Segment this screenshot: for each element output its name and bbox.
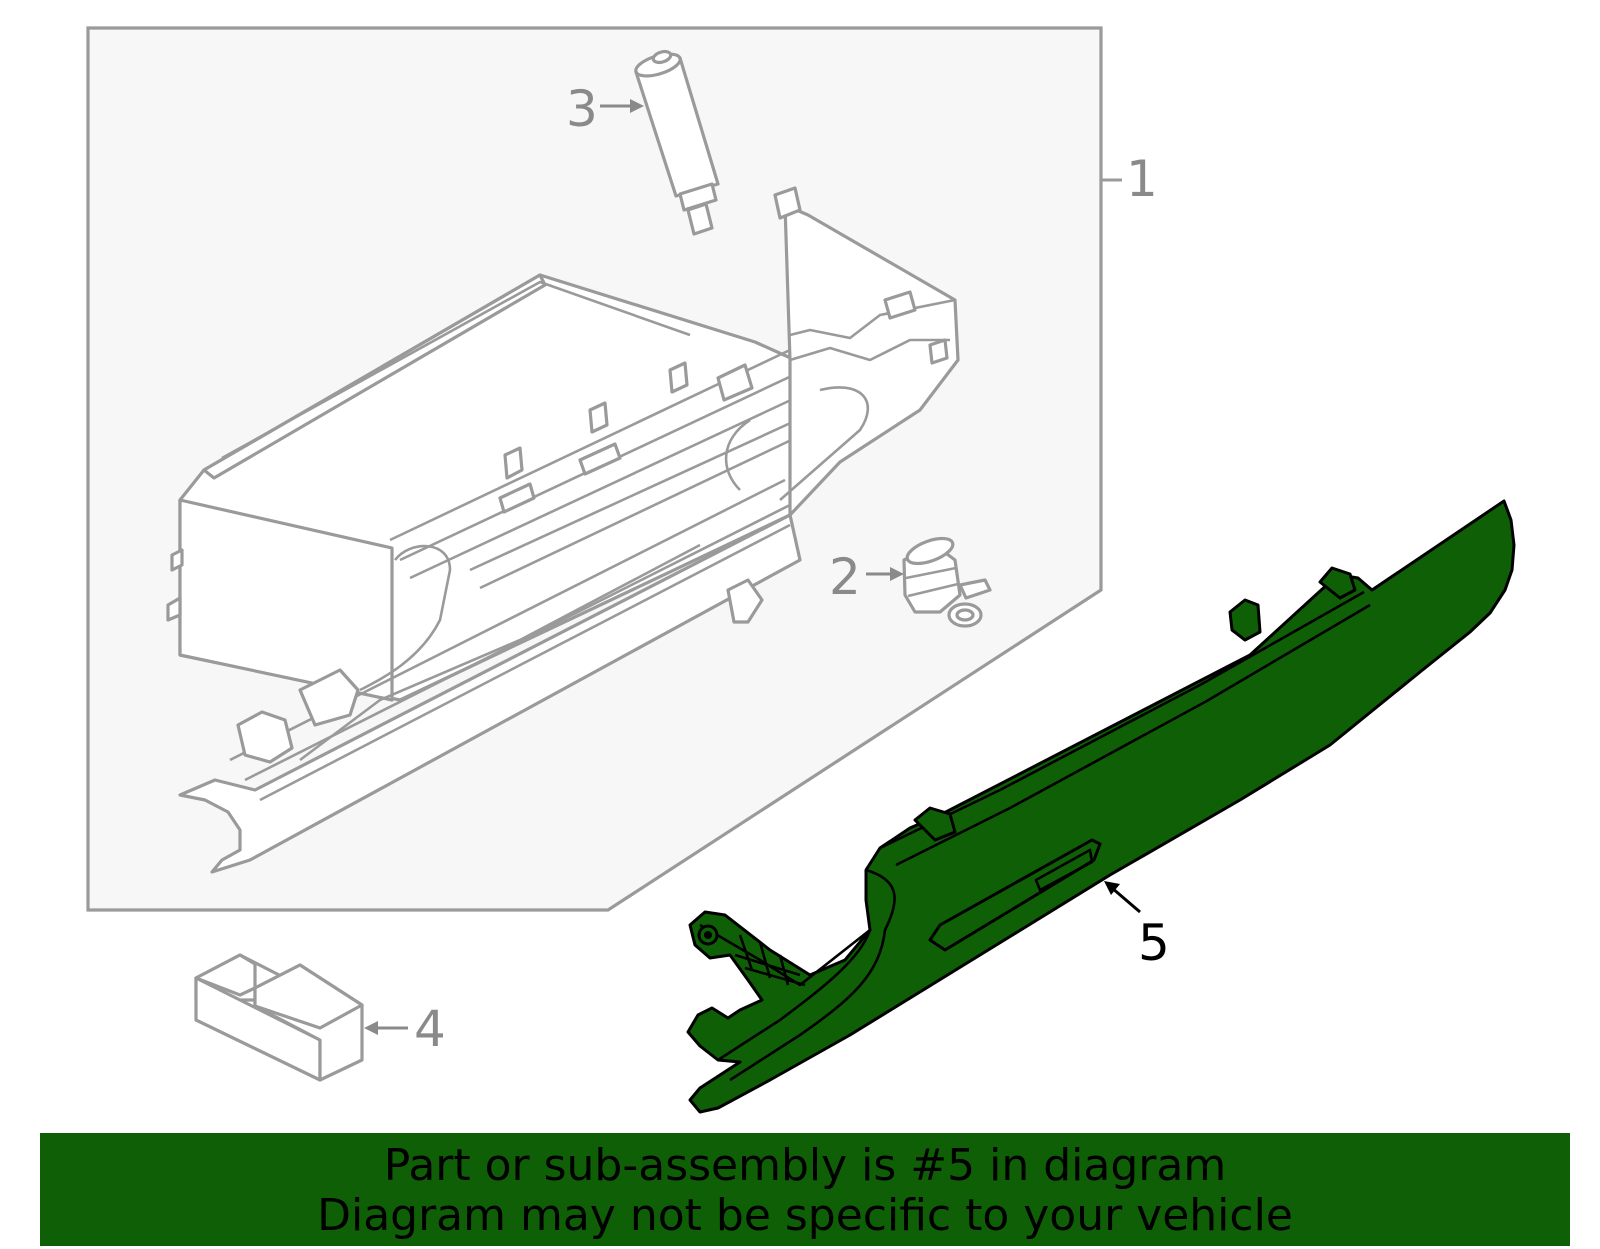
callout-1-label: 1: [1126, 150, 1158, 208]
part-2-bumper: [902, 536, 992, 628]
disclaimer-banner: Part or sub-assembly is #5 in diagram Di…: [40, 1133, 1570, 1246]
callout-5-arrowhead: [1104, 881, 1120, 895]
callout-3-arrowhead: [630, 99, 644, 113]
callout-5-label: 5: [1138, 914, 1170, 972]
callout-3-label: 3: [566, 80, 598, 138]
callout-4-label: 4: [414, 1000, 446, 1058]
part-3-damper: [634, 49, 720, 236]
banner-line-2: Diagram may not be specific to your vehi…: [317, 1190, 1293, 1241]
banner-line-1: Part or sub-assembly is #5 in diagram: [383, 1140, 1227, 1191]
callout-4-arrowhead: [364, 1021, 378, 1035]
callout-2-arrowhead: [890, 567, 904, 581]
glove-box-housing: [166, 186, 960, 874]
part-5-glove-box-door: [686, 499, 1516, 1114]
part-4-block: [194, 953, 364, 1082]
callout-2-label: 2: [829, 548, 861, 606]
callout-5-arrow-shaft: [1111, 886, 1141, 914]
